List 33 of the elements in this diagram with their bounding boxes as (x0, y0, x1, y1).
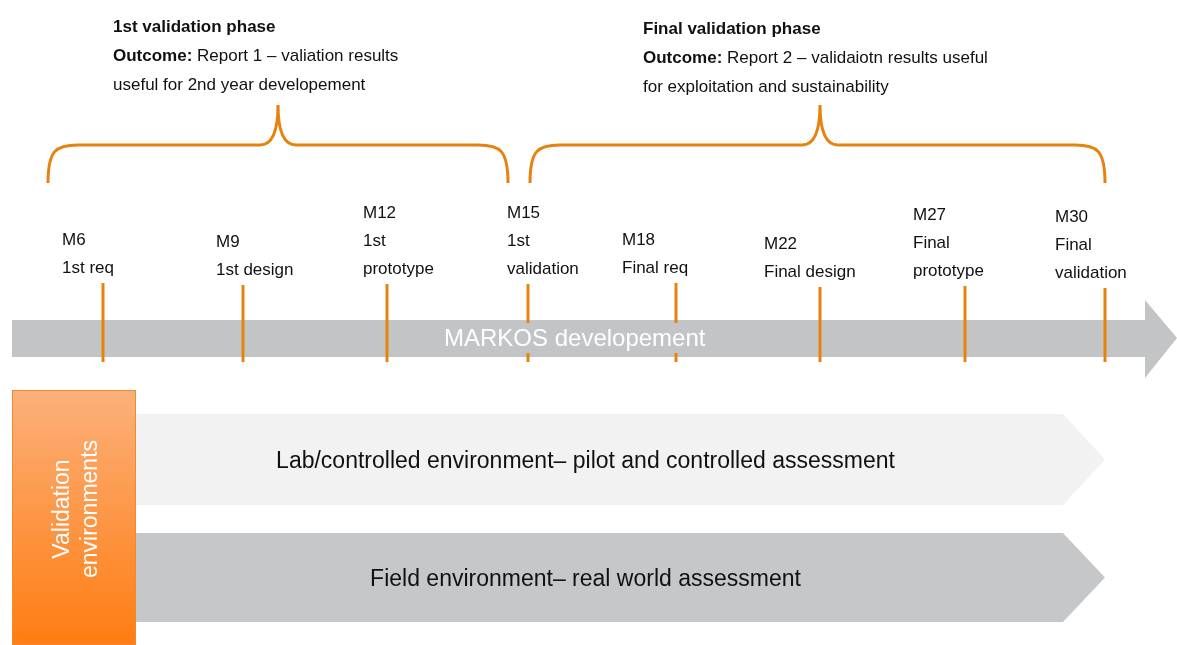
category-label: Validation environments (47, 438, 103, 581)
milestone-label: Final prototype (913, 232, 985, 282)
milestone-label: 1st req (62, 257, 114, 279)
milestone-tick-line (101, 283, 105, 362)
milestone-month: M12 (363, 202, 397, 224)
phase-outcome: Outcome: Report 1 – valiation results useful for 2nd year developement (113, 45, 400, 96)
environment-banner (136, 414, 1105, 505)
category-box (12, 390, 136, 645)
milestone-month: M9 (216, 231, 240, 253)
phase-heading: 1st validation phase (113, 16, 277, 38)
milestone-month: M27 (913, 204, 947, 226)
milestone-month: M15 (507, 202, 541, 224)
milestone-month: M6 (62, 229, 86, 251)
milestone-month: M30 (1055, 206, 1089, 228)
milestone-label: 1st prototype (363, 230, 435, 280)
milestone-tick-line (385, 284, 389, 362)
milestone-tick-line (818, 287, 822, 362)
milestone-month: M22 (764, 233, 798, 255)
environment-label: Field environment– real world assessment (369, 563, 802, 593)
milestone-tick-line (963, 286, 967, 362)
environment-banner (136, 533, 1105, 622)
environment-label: Lab/controlled environment– pilot and controlled assessment (275, 445, 896, 475)
phase-heading: Final validation phase (643, 18, 822, 40)
milestone-label: Final req (622, 257, 689, 279)
milestone-tick-line (241, 285, 245, 362)
phase-outcome: Outcome: Report 2 – validaiotn results useful for exploitation and sustainability (643, 47, 988, 98)
milestone-tick-line (1103, 288, 1107, 362)
milestone-month: M18 (622, 229, 656, 251)
milestone-label: Final validation (1055, 234, 1128, 284)
milestone-label: Final design (764, 261, 856, 283)
milestone-label: 1st design (216, 259, 294, 281)
timeline-arrow (12, 300, 1177, 380)
milestone-label: 1st validation (507, 230, 580, 280)
